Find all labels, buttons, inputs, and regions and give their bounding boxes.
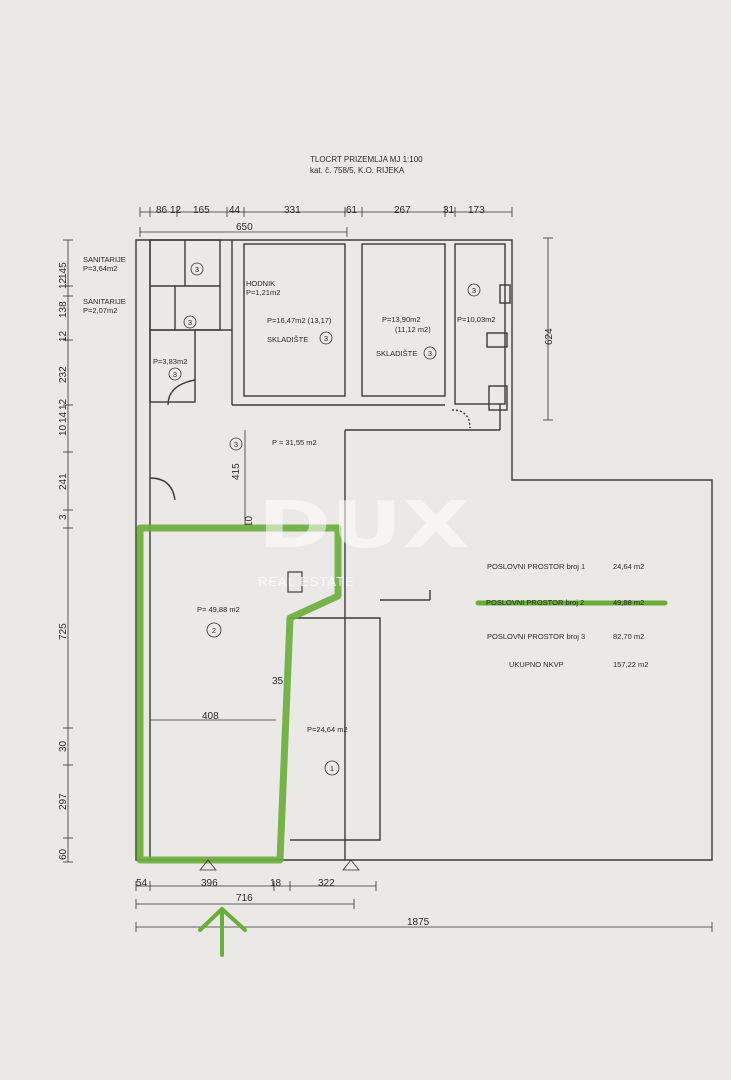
legend-total-value: 157,22 m2 [613,660,648,669]
hodnik-name: HODNIK [246,279,275,288]
marker-3c: 3 [173,370,177,379]
dim-left-5: 12 [58,398,69,410]
bottom-dimensions [135,881,713,932]
watermark-sub: REAL ESTATE [258,574,355,589]
watermark-brand: DUX [258,489,470,563]
dim-top-4: 331 [284,205,301,216]
dim-650: 650 [236,222,253,233]
dim-left-10: 725 [58,623,69,640]
entrance-marks [199,859,360,871]
dim-10: 10 [244,515,255,527]
left-dimensions [63,237,553,863]
skladiste-1-area: P=16,47m2 (13,17) [267,316,332,325]
sanitarije-2-name: SANITARIJE [83,297,126,306]
unit-2-highlight [136,524,342,864]
dim-35: 35 [272,676,284,687]
building-walls [135,239,713,861]
dim-top-6: 267 [394,205,411,216]
dim-left-6: 14 [58,411,69,423]
room-right-area: P=10,03m2 [457,315,496,324]
sanitarije-2-area: P=2,07m2 [83,306,117,315]
dim-top-1: 12 [170,205,182,216]
inner-dim-lines [150,430,276,721]
skladiste-1-name: SKLADIŠTE [267,335,308,344]
hodnik-area: P=1,21m2 [246,288,280,297]
dim-bottom-2: 18 [270,878,282,889]
dim-1875: 1875 [407,917,430,928]
legend-2-label: POSLOVNI PROSTOR broj 2 [486,598,584,607]
legend-3-label: POSLOVNI PROSTOR broj 3 [487,632,585,641]
dim-408: 408 [202,711,219,722]
dim-left-12: 297 [58,793,69,810]
area-legend: POSLOVNI PROSTOR broj 1 24,64 m2 POSLOVN… [475,562,668,669]
unit-1-area: P=24,64 m2 [307,725,348,734]
dim-bottom-3: 322 [318,878,335,889]
legend-2-value: 49,88 m2 [613,598,644,607]
marker-3a: 3 [195,265,199,274]
dim-left-9: 3 [58,514,69,520]
skladiste-2-sub: (11,12 m2) [395,325,431,334]
top-dimensions [139,207,513,237]
small-room-area: P=3,83m2 [153,357,187,366]
marker-3f: 3 [472,286,476,295]
dim-716: 716 [236,893,253,904]
dim-left-13: 60 [58,848,69,860]
dim-left-3: 12 [58,330,69,342]
skladiste-2-name: SKLADIŠTE [376,349,417,358]
legend-total-label: UKUPNO NKVP [509,660,564,669]
marker-3d: 3 [324,334,328,343]
dim-bottom-1: 396 [201,878,218,889]
dim-top-2: 165 [193,205,210,216]
dim-top-0: 86 [156,205,168,216]
plan-subtitle: kat. č. 758/5, K.O. RIJEKA [310,166,405,175]
dim-top-5: 61 [346,205,358,216]
dim-left-1: 12 [58,277,69,289]
dim-left-7: 10 [58,424,69,436]
dim-top-3: 44 [229,205,241,216]
dim-left-0: 145 [58,262,69,279]
legend-1-label: POSLOVNI PROSTOR broj 1 [487,562,585,571]
hall-area: P = 31,55 m2 [272,438,317,447]
legend-1-value: 24,64 m2 [613,562,644,571]
dim-left-4: 232 [58,366,69,383]
dim-top-8: 173 [468,205,485,216]
entry-arrow-icon [198,907,247,957]
dim-left-2: 138 [58,301,69,318]
marker-3g: 3 [234,440,238,449]
marker-3e: 3 [428,349,432,358]
marker-2: 2 [212,626,216,635]
dim-left-11: 30 [58,740,69,752]
dim-bottom-0: 54 [136,878,148,889]
unit-2-area: P= 49,88 m2 [197,605,240,614]
dim-415: 415 [231,463,242,480]
marker-1: 1 [330,764,334,773]
dim-624: 624 [544,328,555,345]
dim-left-8: 241 [58,473,69,490]
plan-title: TLOCRT PRIZEMLJA MJ 1:100 [310,155,423,164]
room-markers [168,262,481,776]
room-marker-labels: 3 3 3 3 3 3 3 2 1 [173,265,476,773]
left-dim-labels: 145 12 138 12 232 12 14 10 241 3 725 30 … [58,262,555,860]
dim-top-7: 31 [443,205,455,216]
sanitarije-1-name: SANITARIJE [83,255,126,264]
legend-3-value: 82,70 m2 [613,632,644,641]
skladiste-2-area: P=13,90m2 [382,315,421,324]
sanitarije-1-area: P=3,64m2 [83,264,117,273]
marker-3b: 3 [188,318,192,327]
